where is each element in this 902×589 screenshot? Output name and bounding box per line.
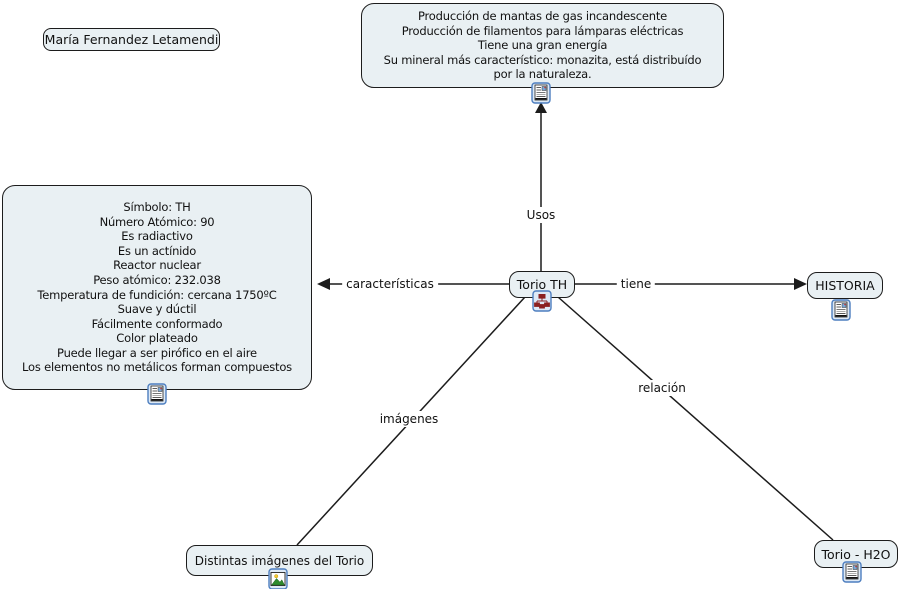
image-icon[interactable] — [268, 568, 288, 589]
document-icon[interactable] — [531, 82, 551, 104]
cmap-icon[interactable] — [532, 290, 552, 312]
caracteristicas-detail-text: Símbolo: TH Número Atómico: 90 Es radiac… — [22, 199, 292, 375]
document-icon[interactable] — [831, 299, 851, 321]
line-relacion[interactable] — [557, 296, 834, 541]
link-label-tiene[interactable]: tiene — [616, 276, 656, 292]
arrowhead-up-icon — [535, 102, 547, 113]
historia-label: HISTORIA — [815, 278, 875, 293]
usos-detail-text: Producción de mantas de gas incandescent… — [383, 9, 702, 82]
distintas-imagenes-label: Distintas imágenes del Torio — [194, 553, 365, 568]
node-caracteristicas-detail[interactable]: Símbolo: TH Número Atómico: 90 Es radiac… — [2, 185, 312, 390]
document-icon[interactable] — [147, 383, 167, 405]
arrowhead-right-icon — [794, 278, 807, 290]
node-author[interactable]: María Fernandez Letamendi — [43, 28, 220, 51]
link-label-imagenes[interactable]: imágenes — [375, 411, 443, 427]
node-usos-detail[interactable]: Producción de mantas de gas incandescent… — [361, 3, 724, 88]
document-icon[interactable] — [842, 561, 862, 583]
torio-th-label: Torio TH — [516, 277, 568, 292]
link-label-caracteristicas[interactable]: características — [342, 276, 438, 292]
node-distintas-imagenes[interactable]: Distintas imágenes del Torio — [186, 545, 373, 576]
author-label: María Fernandez Letamendi — [44, 32, 219, 47]
arrowhead-left-icon — [317, 278, 330, 290]
link-label-usos[interactable]: Usos — [522, 207, 560, 223]
torio-h2o-label: Torio - H2O — [821, 546, 891, 562]
node-historia[interactable]: HISTORIA — [807, 272, 883, 299]
link-label-relacion[interactable]: relación — [634, 380, 690, 396]
